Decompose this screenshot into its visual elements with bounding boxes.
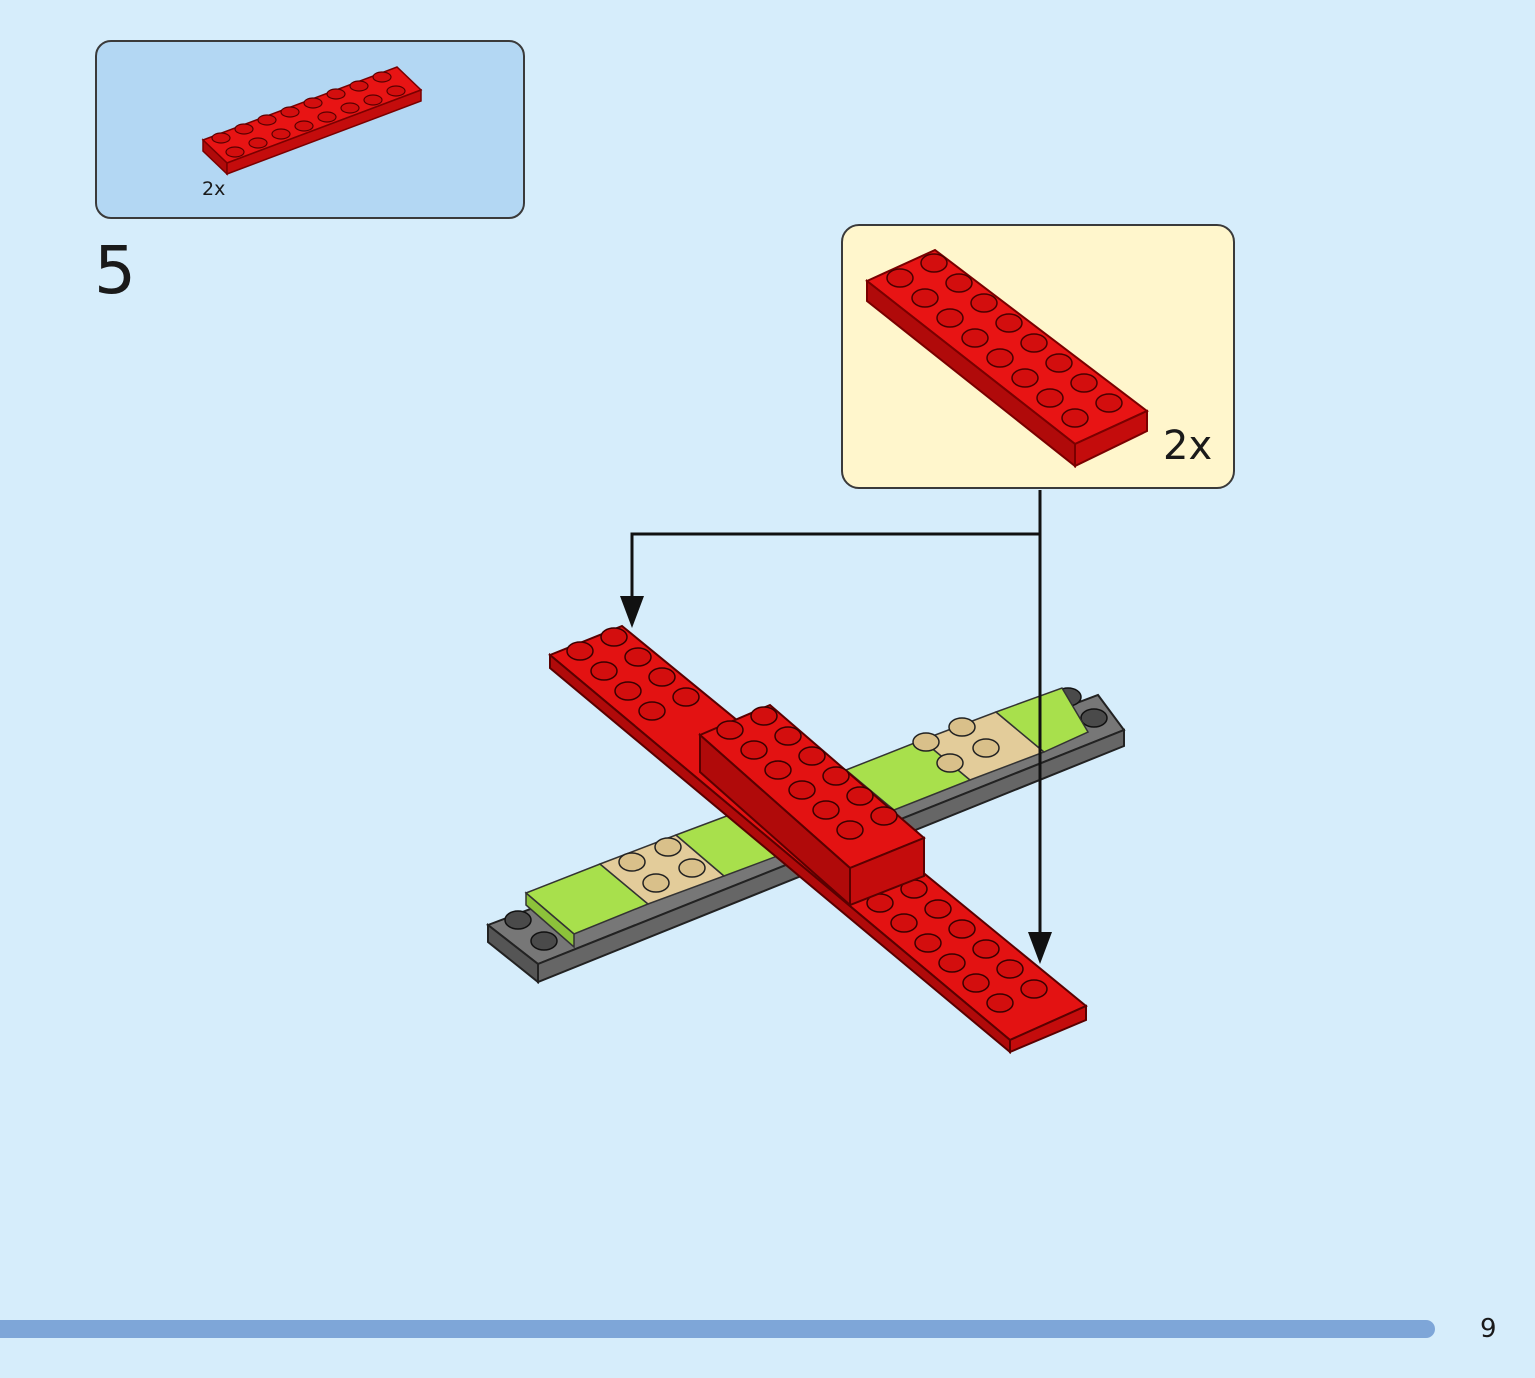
placement-arrows — [630, 490, 1042, 935]
red-center-brick — [698, 703, 926, 908]
callout-box: 2x — [841, 224, 1235, 489]
right-wing-tiles — [844, 687, 1090, 811]
step-number: 5 — [94, 232, 136, 309]
callout-quantity: 2x — [1163, 423, 1213, 469]
parts-list-quantity: 2x — [202, 178, 226, 200]
progress-bar — [0, 1320, 1435, 1338]
callout-red-plate-illustration — [865, 248, 1149, 469]
parts-list-box: 2x — [95, 40, 525, 219]
arrow-head-right — [1028, 932, 1052, 964]
page-number: 9 — [1480, 1314, 1497, 1344]
left-wing-tiles — [524, 804, 806, 949]
arrow-head-left — [620, 596, 644, 628]
parts-list-red-plate-illustration — [201, 66, 423, 176]
